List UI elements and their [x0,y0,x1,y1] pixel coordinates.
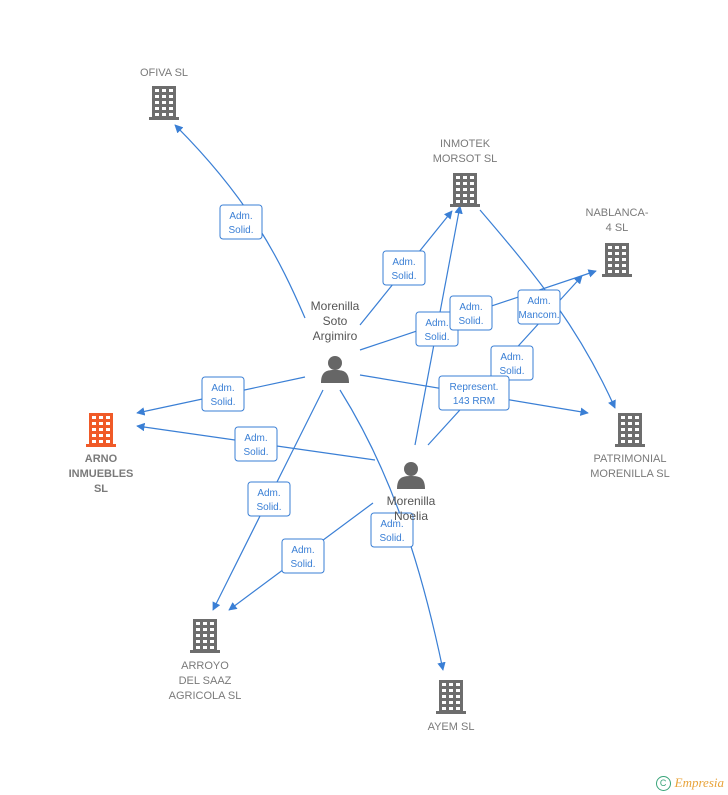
company-name-label: AYEM SL [428,721,475,733]
edge-label-text: Solid. [210,397,235,408]
person-icon [397,462,425,489]
copyright-icon: C [655,776,671,791]
edge-label-text: Solid. [290,559,315,570]
company-node-inmotek[interactable]: INMOTEK MORSOT SL [433,138,498,207]
company-name-label: OFIVA SL [140,67,188,79]
person-icon [321,356,349,383]
company-name-label: MORSOT SL [433,153,498,165]
building-icon [450,173,480,207]
edge-label-box [219,204,263,240]
edge-label-e4[interactable]: Adm. Solid. [449,295,493,331]
edge-label-e8[interactable]: Represent. 143 RRM [438,375,510,411]
person-name-label: Soto [323,314,348,328]
edge-label-text: Solid. [424,332,449,343]
edge-label-box [449,295,493,331]
edge-label-box [382,250,426,286]
edge-label-text: Represent. [450,382,499,393]
edge-label-box [201,376,245,412]
company-name-label: MORENILLA SL [590,468,669,480]
brand-logo[interactable]: Empresia [674,774,724,790]
company-node-ofiva[interactable]: OFIVA SL [140,67,188,120]
company-name-label: ARNO [85,453,118,465]
person-name-label: Morenilla [311,299,360,313]
edge-labels-layer: Adm. Solid. Adm. Solid. Adm. Solid. Adm. Solid.… [201,204,561,574]
company-name-label: ARROYO [181,660,229,672]
edge-label-text: Solid. [458,316,483,327]
company-node-arno[interactable]: ARNO INMUEBLES SL [69,413,134,495]
edge-label-text: Adm. [380,519,403,530]
company-name-label: INMUEBLES [69,468,134,480]
company-name-label: SL [94,483,108,495]
edge-label-e6[interactable]: Adm. Solid. [490,345,534,381]
edge-label-box [490,345,534,381]
building-icon [615,413,645,447]
edge-label-e5[interactable]: Adm. Mancom. [517,289,561,325]
edge-label-text: 143 RRM [453,396,495,407]
company-node-nablanca[interactable]: NABLANCA- 4 SL [586,207,649,277]
edge-label-box [234,426,278,462]
person-name-label: Noelia [394,509,428,523]
edge-label-e7[interactable]: Adm. Solid. [201,376,245,412]
edge-label-text: Adm. [425,318,448,329]
edge-label-text: Solid. [243,447,268,458]
edge-label-text: Solid. [391,271,416,282]
edge-label-e2[interactable]: Adm. Solid. [382,250,426,286]
company-node-patrimonial[interactable]: PATRIMONIAL MORENILLA SL [590,413,670,480]
building-icon [602,243,632,277]
edge-label-e12[interactable]: Adm. Solid. [370,512,414,548]
edge-label-text: Adm. [527,296,550,307]
person-name-label: Morenilla [387,494,436,508]
company-name-label: PATRIMONIAL [594,453,667,465]
nodes-layer: OFIVA SL INMOTEK MORSOT SL NABLANCA- 4 SL ARN… [69,67,670,733]
edge-label-e9[interactable]: Adm. Solid. [234,426,278,462]
edge-label-box [370,512,414,548]
building-icon [86,413,116,447]
edge-label-text: Adm. [500,352,523,363]
edge-label-text: Adm. [229,211,252,222]
edge-label-text: Adm. [244,433,267,444]
edge-label-e1[interactable]: Adm. Solid. [219,204,263,240]
company-name-label: INMOTEK [440,138,491,150]
company-name-label: AGRICOLA SL [169,690,242,702]
person-name-label: Argimiro [313,329,358,343]
company-name-label: 4 SL [606,222,629,234]
edge-label-text: Mancom. [518,310,559,321]
company-name-label: DEL SAAZ [179,675,232,687]
building-icon [149,86,179,120]
edge-label-text: Adm. [291,545,314,556]
edge-label-e10[interactable]: Adm. Solid. [247,481,291,517]
company-name-label: NABLANCA- [586,207,649,219]
edge-label-e11[interactable]: Adm. Solid. [281,538,325,574]
building-icon [436,680,466,714]
edge-label-text: Solid. [379,533,404,544]
edge-label-box [438,375,510,411]
edge-label-text: Solid. [228,225,253,236]
edge-label-text: Solid. [256,502,281,513]
company-node-arroyo[interactable]: ARROYO DEL SAAZ AGRICOLA SL [169,619,242,702]
building-icon [190,619,220,653]
edge-label-box [247,481,291,517]
edge-label-box [281,538,325,574]
edge-label-text: Solid. [499,366,524,377]
edge-label-text: Adm. [392,257,415,268]
company-node-ayem[interactable]: AYEM SL [428,680,475,733]
edge-label-text: Adm. [211,383,234,394]
edge-label-box [517,289,561,325]
edge-label-text: Adm. [257,488,280,499]
edge-label-text: Adm. [459,302,482,313]
